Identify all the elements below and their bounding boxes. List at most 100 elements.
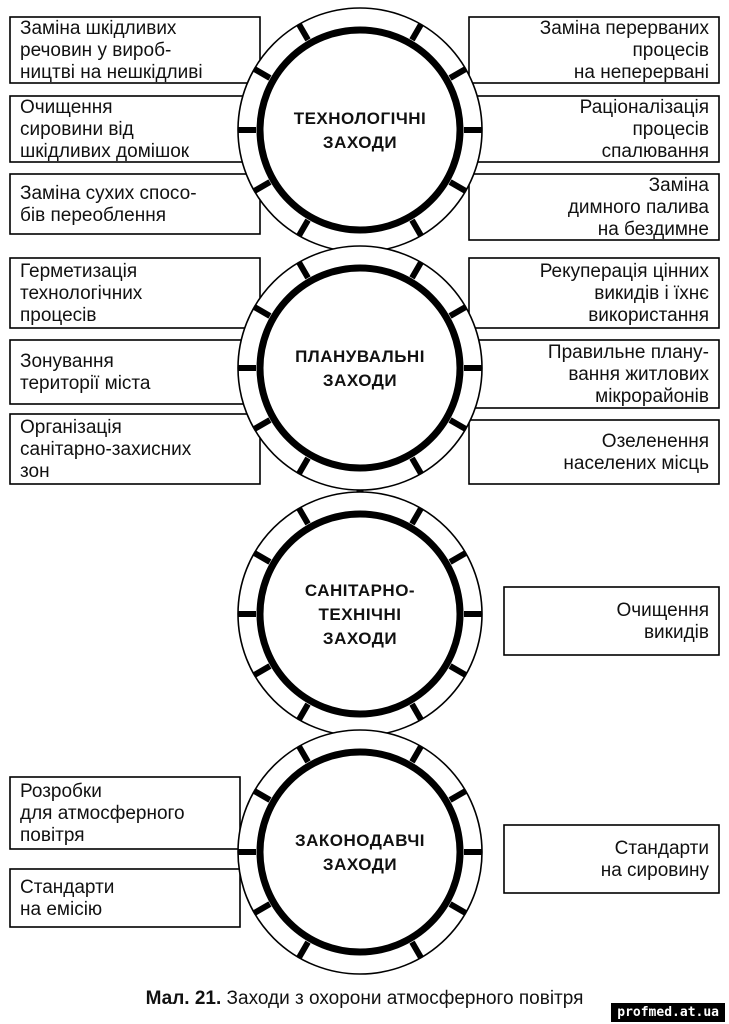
box-text-line: Рекуперація цінних — [540, 261, 710, 282]
inner-circle — [256, 26, 464, 234]
ring-tick — [252, 66, 272, 81]
watermark: profmed.at.ua — [611, 1003, 725, 1022]
box-text-line: Заміна перерваних — [540, 18, 710, 39]
box-frame — [9, 257, 261, 329]
box-text-line: санітарно-захисних — [20, 439, 192, 460]
box-text-line: для атмосферного — [20, 803, 185, 824]
circle-san: САНІТАРНО- ТЕХНІЧНІ ЗАХОДИ — [237, 491, 483, 737]
inner-circle — [256, 264, 464, 472]
ring-tick — [409, 506, 424, 526]
ring-tick — [448, 788, 468, 803]
box-text-line: Правильне плану- — [548, 342, 709, 363]
ring-tick — [296, 940, 311, 960]
ring-tick — [409, 940, 424, 960]
circle-label-line: ЗАХОДИ — [323, 629, 397, 648]
box-text-line: мікрорайонів — [595, 386, 709, 407]
box-text-line: Розробки — [20, 781, 102, 802]
ring-tick — [409, 218, 424, 238]
ring-tick — [252, 788, 272, 803]
ring-tick — [296, 702, 311, 722]
box-frame — [9, 413, 261, 485]
ring-tick — [448, 417, 468, 432]
box-text-line: процесів — [633, 119, 709, 140]
circle-label-line: ЗАХОДИ — [323, 855, 397, 874]
box-text-line: на неперервані — [574, 62, 709, 83]
box-frame — [9, 868, 241, 928]
circle-label-line: ЗАКОНОДАВЧІ — [295, 831, 425, 850]
box-frame — [9, 339, 261, 405]
box-text-line: Герметизація — [20, 261, 137, 282]
ring-tick — [296, 744, 311, 764]
box-text-line: Заміна — [649, 175, 710, 196]
box-frame — [468, 419, 720, 485]
box-frame — [468, 95, 720, 163]
box-text-line: сировини від — [20, 119, 134, 140]
box-text-line: Заміна сухих спосо- — [20, 183, 197, 204]
box-frame — [468, 339, 720, 409]
ring-tick — [296, 506, 311, 526]
circle-law: ЗАКОНОДАВЧІ ЗАХОДИ — [237, 729, 483, 975]
box-text-line: зон — [20, 461, 50, 482]
measure-box-plan-right-2: Правильне плану-вання житловихмікрорайон… — [468, 339, 720, 409]
ring-tick — [296, 456, 311, 476]
inner-circle — [256, 748, 464, 956]
box-frame — [503, 586, 720, 656]
box-text-line: території міста — [20, 373, 151, 394]
box-text-line: населених місць — [563, 453, 709, 474]
box-text-line: на бездимне — [598, 219, 709, 240]
box-text-line: процесів — [20, 305, 96, 326]
circle-label-line: ПЛАНУВАЛЬНІ — [295, 347, 425, 366]
box-frame — [9, 16, 261, 84]
ring-tick — [252, 550, 272, 565]
ring-tick — [448, 901, 468, 916]
box-frame — [9, 776, 241, 850]
circle-label-line: САНІТАРНО- — [305, 581, 415, 600]
box-text-line: димного палива — [568, 197, 710, 218]
box-text-line: вання житлових — [568, 364, 709, 385]
box-frame — [468, 257, 720, 329]
box-text-line: Стандарти — [615, 838, 709, 859]
box-text-line: спалювання — [602, 141, 709, 162]
circle-tech: ТЕХНОЛОГІЧНІ ЗАХОДИ — [237, 7, 483, 253]
box-text-line: повітря — [20, 825, 85, 846]
box-frame — [468, 173, 720, 241]
box-frame — [503, 824, 720, 894]
box-text-line: на сировину — [601, 860, 710, 881]
ring-tick — [409, 702, 424, 722]
box-frame — [468, 16, 720, 84]
ring-tick — [448, 179, 468, 194]
box-text-line: Заміна шкідливих — [20, 18, 177, 39]
box-frame — [9, 173, 261, 235]
ring-tick — [296, 22, 311, 42]
box-text-line: викидів і їхнє — [594, 283, 709, 304]
box-text-line: викидів — [644, 622, 709, 643]
circle-label-line: ТЕХНІЧНІ — [318, 605, 401, 624]
ring-tick — [296, 260, 311, 280]
box-text-line: Стандарти — [20, 877, 114, 898]
ring-tick — [252, 663, 272, 678]
ring-tick — [409, 260, 424, 280]
circle-label-line: ЗАХОДИ — [323, 133, 397, 152]
box-text-line: Організація — [20, 417, 122, 438]
circle-label-line: ТЕХНОЛОГІЧНІ — [294, 109, 427, 128]
ring-tick — [252, 901, 272, 916]
box-text-line: використання — [588, 305, 709, 326]
ring-tick — [296, 218, 311, 238]
box-text-line: Очищення — [616, 600, 709, 621]
inner-circle — [256, 510, 464, 718]
caption-label: Мал. 21. — [145, 988, 222, 1009]
caption-text: Заходи з охорони атмосферного повітря — [226, 988, 584, 1009]
ring-tick — [448, 550, 468, 565]
box-text-line: Раціоналізація — [580, 97, 709, 118]
box-text-line: Озеленення — [602, 431, 709, 452]
